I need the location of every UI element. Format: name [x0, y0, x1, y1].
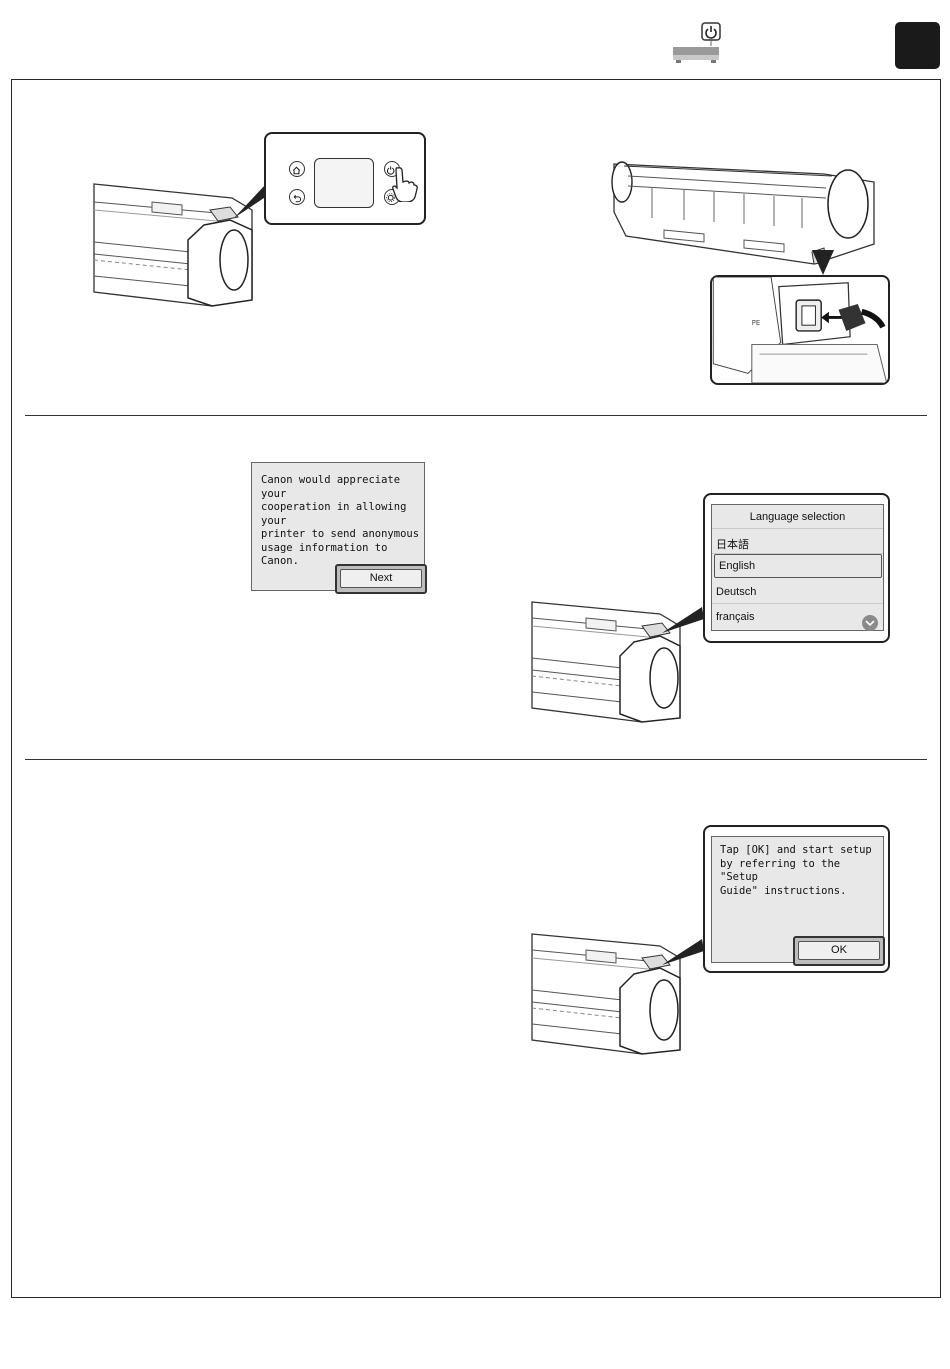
language-option-german[interactable]: Deutsch — [712, 586, 883, 598]
printer-power-icon — [668, 22, 724, 64]
chevron-down-icon[interactable] — [862, 615, 878, 631]
usage-info-dialog: Canon would appreciate your cooperation … — [251, 462, 425, 591]
callout-pointer — [808, 248, 838, 276]
printer-rear-illustration — [604, 152, 880, 272]
svg-text:PE: PE — [752, 319, 760, 327]
callout-pointer — [660, 937, 706, 967]
power-cord-callout: PE — [710, 275, 890, 385]
callout-pointer — [660, 605, 706, 635]
section-tab — [895, 22, 940, 69]
language-selection-screen: Language selection 日本語 English Deutsch f… — [711, 504, 884, 631]
setup-guide-message: Tap [OK] and start setup by referring to… — [720, 844, 880, 898]
next-button[interactable]: Next — [340, 569, 422, 588]
language-selection-callout: Language selection 日本語 English Deutsch f… — [703, 493, 890, 643]
language-option-french[interactable]: français — [712, 611, 852, 623]
back-icon[interactable] — [289, 189, 305, 205]
hand-pointer-icon — [392, 166, 418, 202]
setup-guide-callout: Tap [OK] and start setup by referring to… — [703, 825, 890, 973]
language-option-english-selected[interactable]: English — [714, 554, 882, 578]
ok-button[interactable]: OK — [798, 941, 880, 960]
language-selection-title: Language selection — [712, 511, 883, 523]
control-panel-callout — [264, 132, 426, 225]
language-option-english: English — [715, 560, 875, 572]
touch-screen — [314, 158, 374, 208]
usage-info-message: Canon would appreciate your cooperation … — [261, 474, 421, 569]
setup-guide-screen: Tap [OK] and start setup by referring to… — [711, 836, 884, 963]
section-divider — [25, 759, 927, 760]
home-icon[interactable] — [289, 161, 305, 177]
language-option-japanese[interactable]: 日本語 — [712, 536, 883, 552]
section-divider — [25, 415, 927, 416]
